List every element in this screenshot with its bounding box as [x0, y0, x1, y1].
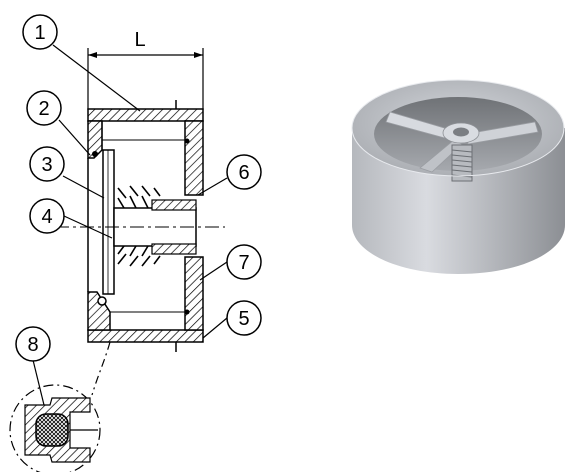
- callout-1: 1: [22, 14, 58, 50]
- callout-8: 8: [15, 326, 51, 362]
- dimension-l: L: [87, 29, 204, 110]
- leader-lines: [32, 44, 228, 406]
- svg-text:2: 2: [38, 98, 49, 120]
- svg-text:7: 7: [238, 252, 249, 274]
- svg-text:1: 1: [34, 22, 45, 44]
- svg-text:8: 8: [27, 334, 38, 356]
- valve-section-view: L: [9, 14, 262, 472]
- callout-6: 6: [226, 154, 262, 190]
- callout-2: 2: [26, 90, 62, 126]
- valve-3d-render: [351, 79, 565, 274]
- svg-text:3: 3: [41, 154, 52, 176]
- seal-detail-view: [9, 341, 111, 472]
- svg-text:5: 5: [238, 308, 249, 330]
- callout-7: 7: [226, 244, 262, 280]
- svg-text:6: 6: [238, 162, 249, 184]
- callout-3: 3: [29, 146, 65, 182]
- spring: [117, 185, 161, 267]
- dimension-label: L: [134, 29, 145, 51]
- callout-4: 4: [29, 198, 65, 234]
- callout-5: 5: [226, 300, 262, 336]
- svg-text:4: 4: [41, 206, 52, 228]
